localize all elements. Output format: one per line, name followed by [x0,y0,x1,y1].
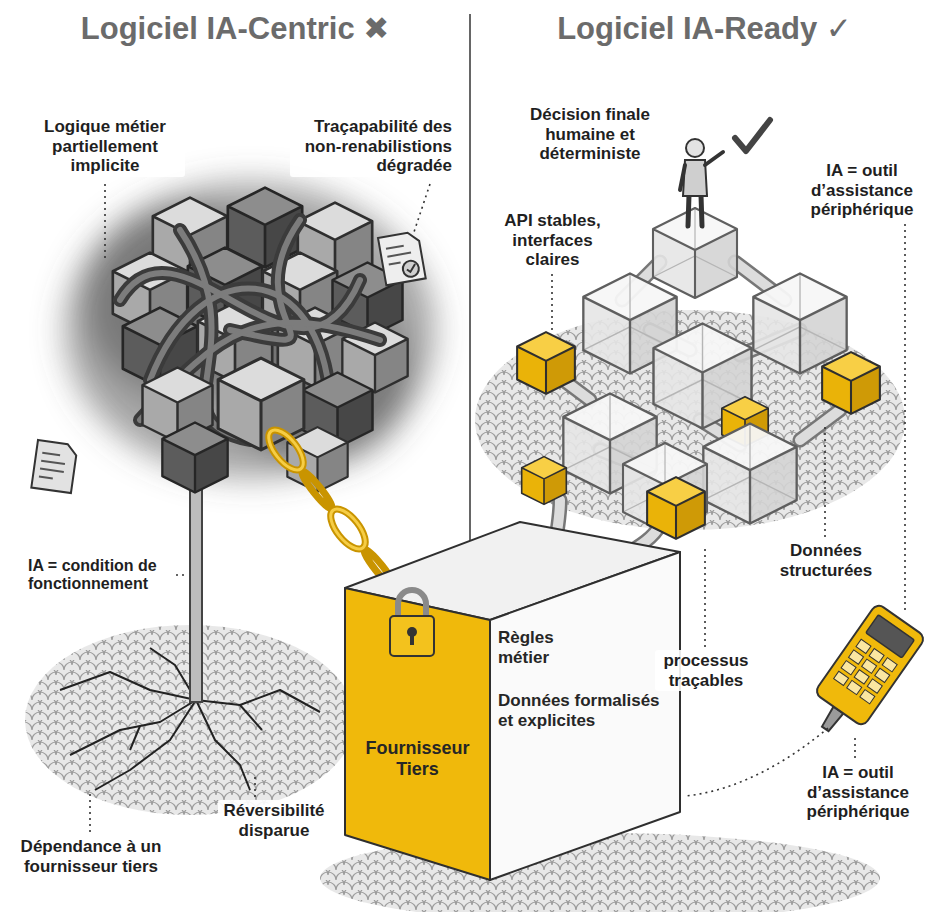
callout-label: IA = outil d’assistance périphérique [796,762,920,823]
callout-label: Dépendance à un fournisseur tiers [15,836,167,877]
cube-face: Fournisseur Tiers [350,738,485,779]
column-title: Logiciel IA-Ready ✓ [470,10,939,48]
node-text: Règles métier [498,628,598,667]
vendor-data-cube [345,522,680,880]
calculator-device [801,603,926,746]
callout-label: Décision finale humaine et déterministe [520,104,660,165]
chain [262,424,397,589]
document-icon [31,440,77,493]
callout-label: processus traçables [655,650,757,691]
column-title: Logiciel IA-Centric ✖ [0,10,470,48]
callout-label: Traçapabilité des non-renabilistions dég… [290,116,455,177]
tangled-cube-cluster-front [143,358,373,492]
column-divider [469,14,471,600]
callout-label: Données structurées [770,540,882,581]
document-icon [378,231,426,285]
smoke-cloud [65,182,435,478]
person-figure [680,139,723,226]
node-text: Données formalisés et explicites [498,691,674,730]
support-pole [190,460,202,702]
leader-lines [90,184,905,832]
node-text: Fournisseur Tiers [350,738,485,779]
check-mark [735,120,770,151]
callout-label: Logique métier partiellement implicite [25,116,185,177]
callout-label: IA = condition de fonctionnement [25,556,175,595]
cube-face: Règles métierDonnées formalisés et expli… [498,628,674,730]
callout-label: API stables, interfaces claires [500,210,605,271]
callout-label: Réversibilité disparue [218,800,330,841]
padlock [390,590,434,656]
callout-label: IA = outil d’assistance périphérique [800,160,924,221]
